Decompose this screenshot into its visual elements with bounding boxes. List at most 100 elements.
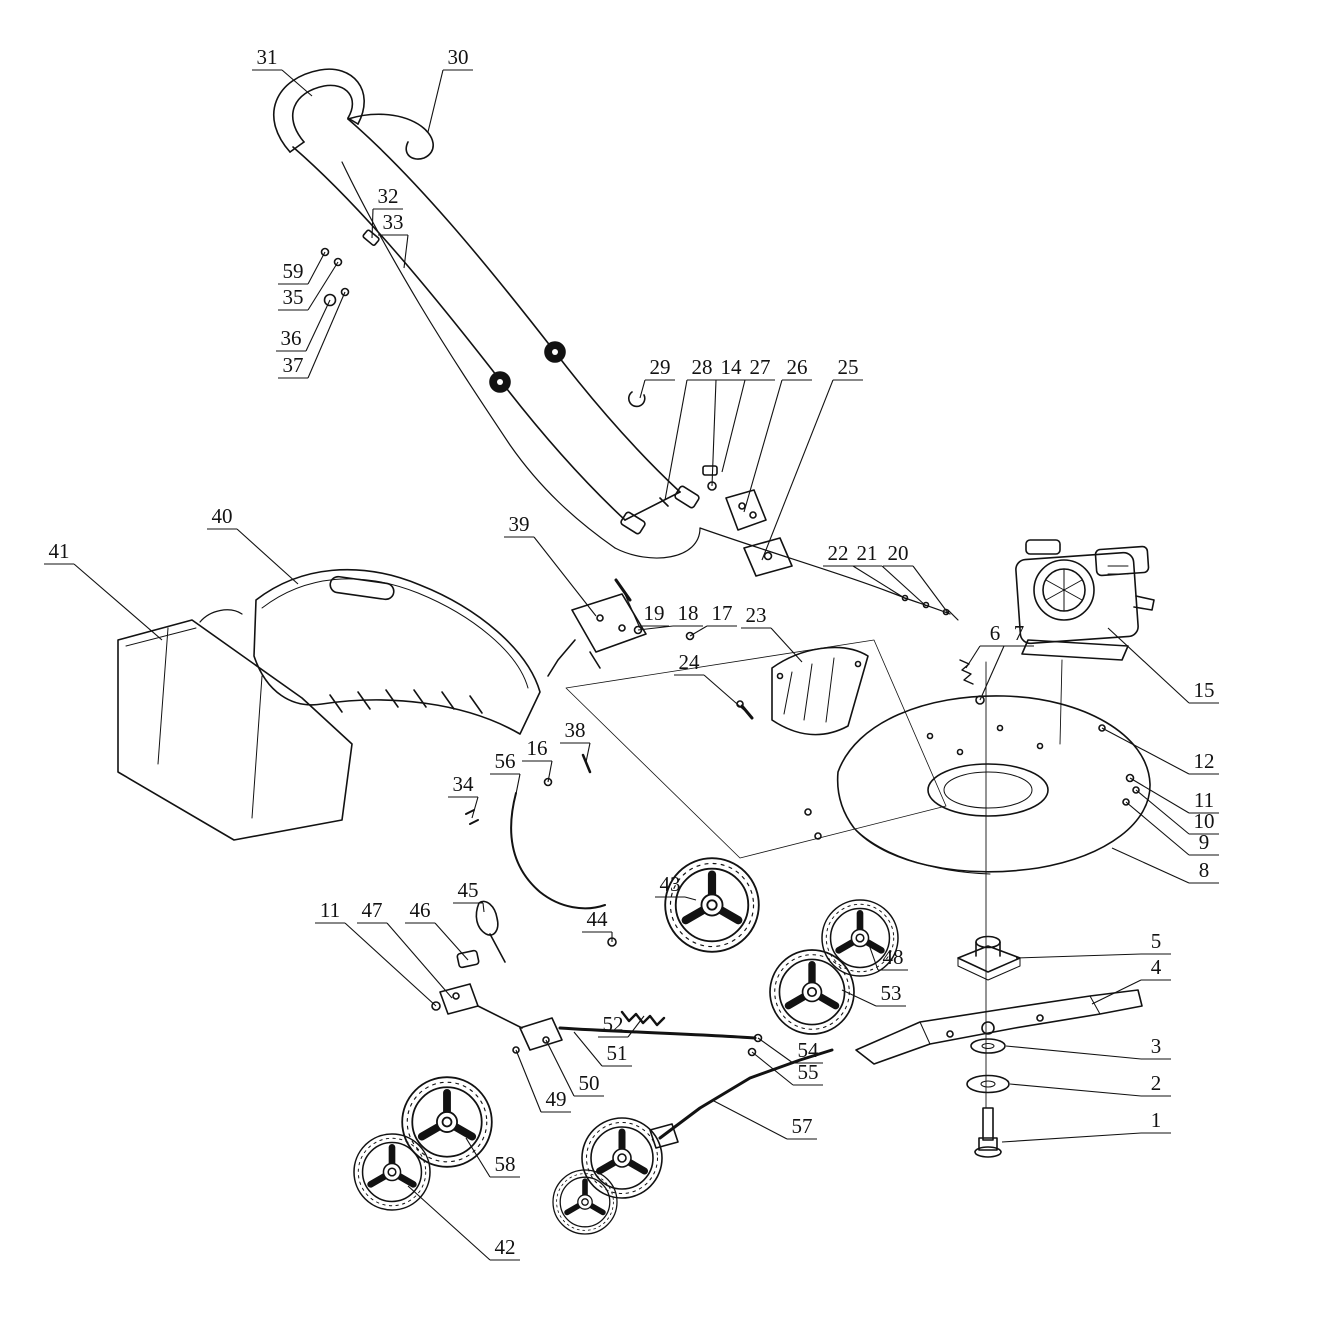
part-label-30: 30 [427,45,473,133]
part-label-11: 11 [1129,777,1219,814]
part-number: 28 [692,355,713,379]
wheel-front-b [553,1170,617,1234]
part-number: 32 [378,184,399,208]
part-label-52: 52 [598,1012,645,1038]
part-number: 42 [495,1235,516,1259]
part-number: 30 [448,45,469,69]
part-number: 40 [212,504,233,528]
part-number: 44 [587,907,609,931]
part-label-20: 20 [883,541,949,614]
part-label-48: 48 [867,941,908,971]
part-label-33: 33 [378,210,409,269]
rear-door [736,646,869,736]
part-number: 36 [281,326,302,350]
part-number: 58 [495,1152,516,1176]
part-label-43: 43 [655,872,697,901]
part-number: 9 [1199,830,1210,854]
part-label-6: 6 [965,621,1010,669]
part-label-29: 29 [639,355,675,399]
part-label-21: 21 [852,541,927,607]
bag-support-rod [465,753,606,910]
part-label-14: 14 [711,355,746,487]
part-label-26: 26 [743,355,812,513]
part-number: 43 [660,872,681,896]
part-label-50: 50 [545,1039,604,1097]
part-label-1: 1 [1001,1108,1171,1143]
part-number: 8 [1199,858,1210,882]
part-number: 23 [746,603,767,627]
part-label-11: 11 [315,898,437,1007]
part-label-39: 39 [504,512,597,617]
part-label-10: 10 [1135,789,1219,835]
part-label-2: 2 [1009,1071,1171,1097]
part-number: 49 [546,1087,567,1111]
part-number: 24 [679,650,701,674]
part-label-51: 51 [573,1031,632,1067]
part-number: 3 [1151,1034,1162,1058]
part-number: 22 [828,541,849,565]
part-number: 11 [320,898,340,922]
part-label-40: 40 [207,504,299,585]
part-label-32: 32 [371,184,403,239]
part-label-44: 44 [582,907,613,942]
handle-grip [272,68,365,153]
part-label-17: 17 [689,601,737,637]
part-number: 37 [283,353,304,377]
cable-bracket [547,578,695,677]
handle-tubes [292,118,700,535]
part-label-55: 55 [751,1051,823,1086]
part-label-34: 34 [448,772,479,819]
part-label-54: 54 [757,1037,823,1064]
part-number: 54 [798,1038,820,1062]
part-number: 48 [883,945,904,969]
part-number: 59 [283,259,304,283]
part-label-16: 16 [522,736,553,783]
part-number: 7 [1014,621,1025,645]
part-number: 50 [579,1071,600,1095]
part-label-58: 58 [465,1137,520,1178]
part-number: 21 [857,541,878,565]
part-label-37: 37 [278,291,346,379]
part-number: 45 [458,878,479,902]
part-number: 51 [607,1041,628,1065]
part-label-57: 57 [711,1099,817,1140]
part-number: 5 [1151,929,1162,953]
part-label-15: 15 [1107,627,1219,704]
part-number: 18 [678,601,699,625]
part-label-3: 3 [1005,1034,1171,1060]
part-label-19: 19 [623,591,669,627]
part-number: 4 [1151,955,1162,979]
part-label-18: 18 [637,601,703,631]
part-label-45: 45 [453,878,485,913]
part-label-27: 27 [721,355,775,473]
wheel-53 [770,950,854,1034]
part-label-49: 49 [515,1049,571,1113]
part-number: 53 [881,981,902,1005]
wheel-42 [354,1134,430,1210]
part-label-8: 8 [1111,847,1219,884]
part-label-46: 46 [405,898,469,961]
part-number: 56 [495,749,516,773]
part-number: 31 [257,45,278,69]
part-number: 20 [888,541,909,565]
part-number: 39 [509,512,530,536]
part-label-25: 25 [761,355,863,561]
height-adjust-linkage [431,900,523,1029]
part-number: 34 [453,772,475,796]
part-number: 16 [527,736,548,760]
part-label-5: 5 [1015,929,1171,959]
part-label-7: 7 [979,621,1034,701]
part-number: 57 [792,1114,813,1138]
part-number: 19 [644,601,665,625]
part-number: 47 [362,898,383,922]
blade [855,989,1143,1065]
part-label-28: 28 [664,355,717,501]
rear-axle [649,1048,834,1149]
part-number: 33 [383,210,404,234]
part-number: 27 [750,355,771,379]
part-label-53: 53 [841,981,906,1007]
mower-deck [804,695,1151,875]
part-label-31: 31 [252,45,313,97]
